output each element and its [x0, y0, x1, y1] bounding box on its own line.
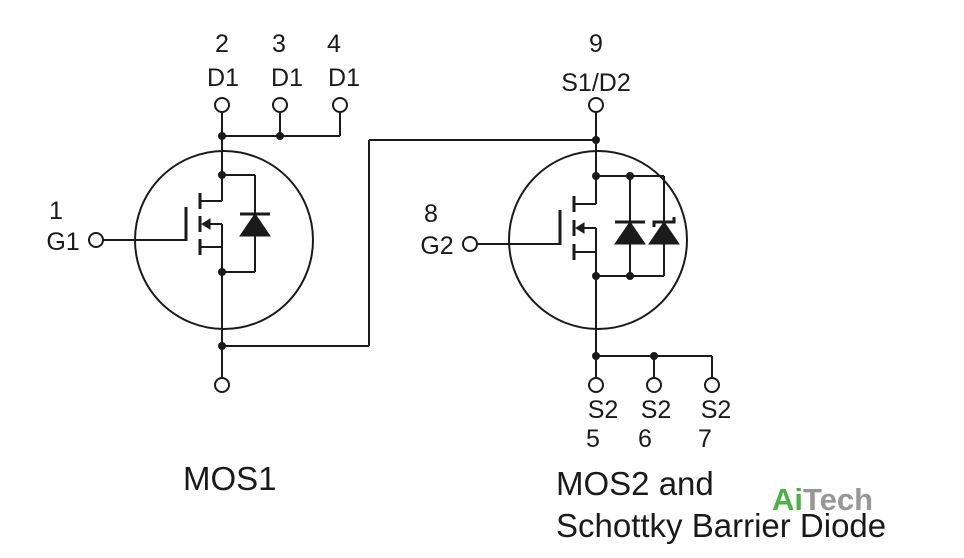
mos1-pin-labels: 2 D1 3 D1 4 D1 1 G1 — [46, 30, 360, 256]
pin2-name: D1 — [207, 64, 239, 92]
mos1-pin2-terminal — [214, 97, 230, 113]
aitech-watermark: AiTech — [772, 482, 873, 517]
pin1-number: 1 — [49, 197, 63, 225]
mos2-symbol — [462, 97, 720, 393]
mos2-pin6-terminal — [646, 377, 662, 393]
pin7-number: 7 — [698, 425, 712, 453]
mos2-pin8-terminal — [462, 236, 478, 252]
mos2-pin-labels: 9 S1/D2 8 G2 S2 5 S2 6 S2 7 — [420, 30, 731, 453]
interconnect-wire — [222, 139, 596, 347]
pin8-name: G2 — [420, 232, 453, 260]
pin2-number: 2 — [215, 30, 229, 58]
pin5-number: 5 — [586, 425, 600, 453]
mos1-symbol — [88, 97, 348, 393]
pin1-name: G1 — [46, 228, 79, 256]
pin4-number: 4 — [327, 30, 341, 58]
watermark-part1: Ai — [772, 482, 803, 517]
mos1-pin1-terminal — [88, 232, 104, 248]
pin4-name: D1 — [328, 64, 360, 92]
mos1-title: MOS1 — [183, 460, 277, 497]
pin5-name: S2 — [588, 396, 619, 424]
pin9-number: 9 — [589, 30, 603, 58]
pin3-name: D1 — [271, 64, 303, 92]
pin8-number: 8 — [424, 200, 438, 228]
pin9-name: S1/D2 — [561, 69, 630, 97]
pin6-number: 6 — [638, 425, 652, 453]
mos2-title-line1: MOS2 and — [556, 465, 714, 502]
mos2-pin7-terminal — [704, 377, 720, 393]
pin6-name: S2 — [641, 396, 672, 424]
mos2-pin5-terminal — [588, 377, 604, 393]
mos2-pin9-terminal — [588, 97, 604, 113]
mos2-title-line2: Schottky Barrier Diode — [556, 507, 886, 544]
watermark-part2: Tech — [803, 482, 873, 517]
mos1-source-terminal — [214, 377, 230, 393]
mos1-pin3-terminal — [272, 97, 288, 113]
pin3-number: 3 — [272, 30, 286, 58]
mos2-body-circle — [508, 150, 688, 330]
pin7-name: S2 — [701, 396, 732, 424]
mos1-pin4-terminal — [332, 97, 348, 113]
